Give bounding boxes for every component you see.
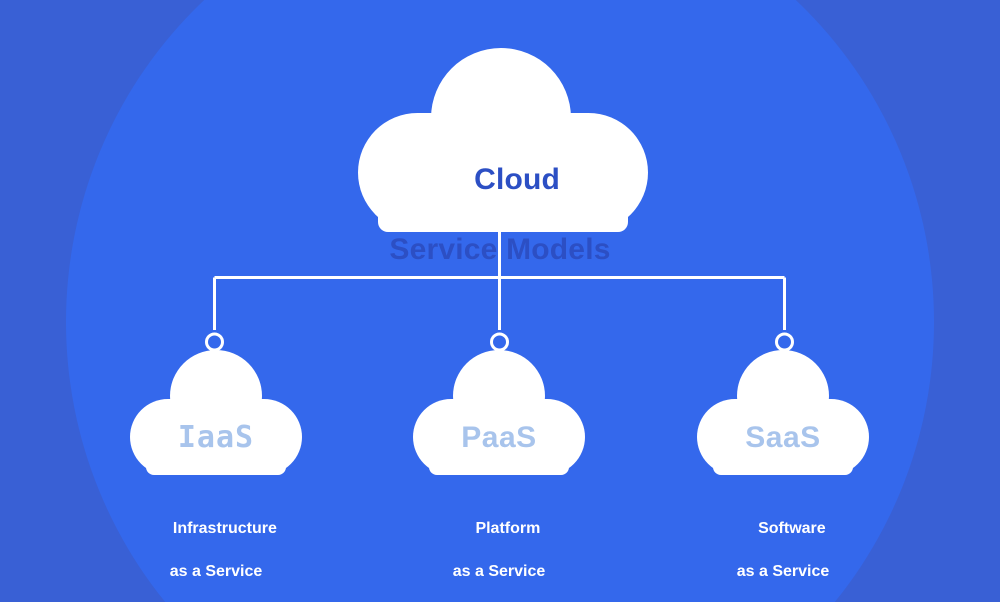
node-tag-iaas: IaaS <box>177 420 255 455</box>
connector-ring-icon-saas <box>775 332 794 352</box>
cloud-icon-iaas-base <box>146 437 286 475</box>
child-cloud-node-iaas[interactable] <box>130 350 302 475</box>
connector-ring-icon-paas <box>490 332 509 352</box>
child-cloud-node-paas[interactable] <box>413 350 585 475</box>
connector-group <box>213 231 786 330</box>
node-tag-paas: PaaS <box>461 421 537 454</box>
root-title-line-2: Service Models <box>389 233 611 267</box>
node-caption-iaas-line-2: as a Service <box>169 562 263 580</box>
node-caption-iaas: Infrastructure as a Service <box>86 497 346 602</box>
cloud-icon-saas-base <box>713 437 853 475</box>
node-caption-paas-line-2: as a Service <box>452 562 546 580</box>
node-tag-saas: SaaS <box>745 421 821 454</box>
child-cloud-node-saas[interactable] <box>697 350 869 475</box>
root-title-line-1: Cloud <box>474 163 561 197</box>
node-caption-paas-line-1: Platform <box>475 520 541 538</box>
cloud-icon-root-base <box>378 175 628 232</box>
connector-ring-group <box>205 332 794 352</box>
node-caption-saas-line-1: Software <box>758 520 826 538</box>
node-caption-iaas-line-1: Infrastructure <box>172 520 277 538</box>
cloud-icon-paas-base <box>429 437 569 475</box>
node-caption-saas: Software as a Service <box>653 497 913 602</box>
connector-ring-icon-iaas <box>205 332 224 352</box>
node-caption-paas: Platform as a Service <box>369 497 629 602</box>
node-caption-saas-line-2: as a Service <box>736 562 830 580</box>
root-cloud-node[interactable] <box>358 48 648 232</box>
page-title: Cloud Service Models <box>0 127 1000 338</box>
